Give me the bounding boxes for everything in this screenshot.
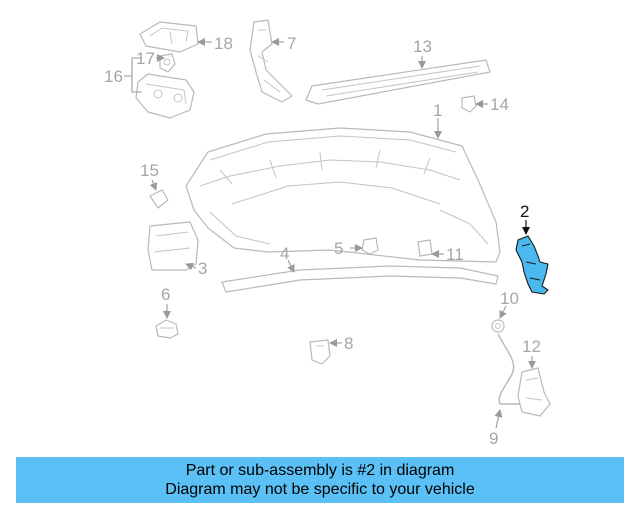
part-7-hinge — [249, 19, 293, 103]
part-15-pad — [149, 189, 169, 209]
callout-8: 8 — [344, 334, 353, 353]
callout-13: 13 — [413, 37, 432, 56]
leader-10 — [499, 305, 507, 319]
caption-line-2: Diagram may not be specific to your vehi… — [165, 481, 475, 498]
caption-banner: Part or sub-assembly is #2 in diagram Di… — [16, 457, 624, 503]
part-16-latch — [135, 73, 195, 119]
callout-3: 3 — [198, 259, 207, 278]
caption-line-1: Part or sub-assembly is #2 in diagram — [185, 462, 455, 479]
callout-12: 12 — [522, 337, 541, 356]
callout-5: 5 — [334, 239, 343, 258]
parts-diagram: 18 17 16 7 13 14 1 15 3 4 5 11 6 8 10 12… — [104, 19, 551, 448]
part-17-fastener — [159, 53, 176, 73]
leader-9 — [494, 409, 503, 429]
callout-16: 16 — [104, 67, 123, 86]
callout-11: 11 — [446, 245, 464, 264]
part-18-bracket — [139, 21, 199, 53]
leader-lines — [124, 38, 536, 429]
callout-9: 9 — [489, 429, 498, 448]
callout-2: 2 — [520, 202, 529, 221]
part-3-trim — [147, 221, 199, 271]
leader-4 — [287, 259, 295, 273]
callout-17: 17 — [136, 49, 155, 68]
part-8-bracket — [309, 339, 331, 365]
part-6-striker — [155, 319, 179, 339]
callout-10: 10 — [500, 289, 519, 308]
part-5-bumper — [361, 237, 379, 255]
callout-4: 4 — [280, 244, 289, 263]
part-14-clip — [461, 95, 477, 113]
callouts: 18 17 16 7 13 14 1 15 3 4 5 11 6 8 10 12… — [104, 34, 541, 448]
leader-15 — [149, 179, 158, 191]
part-1-trunk-lid — [185, 127, 501, 263]
callout-18: 18 — [214, 34, 233, 53]
callout-1: 1 — [433, 101, 442, 120]
part-11-clip — [417, 239, 433, 257]
leader-16 — [124, 57, 142, 93]
part-13-spoiler — [305, 59, 491, 105]
callout-14: 14 — [490, 95, 509, 114]
leader-3 — [185, 262, 197, 271]
part-2-highlighted — [515, 235, 549, 295]
part-9-cable — [497, 333, 520, 405]
callout-7: 7 — [287, 34, 296, 53]
callout-6: 6 — [161, 285, 170, 304]
part-12-actuator — [517, 367, 551, 417]
part-10-grommet — [491, 319, 505, 333]
part-4-weatherstrip — [221, 265, 499, 293]
callout-15: 15 — [140, 161, 159, 180]
